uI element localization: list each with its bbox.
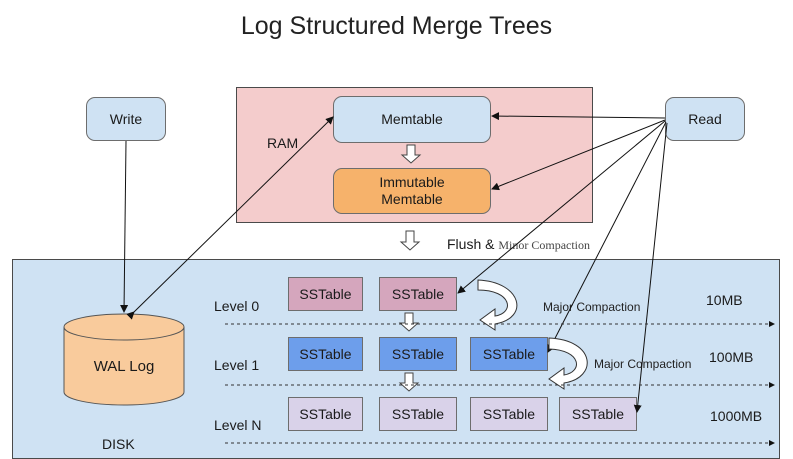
immutable-memtable-label: Immutable Memtable — [379, 174, 445, 207]
major-compaction-label-l0: Major Compaction — [543, 300, 641, 314]
sstable-label: SSTable — [391, 345, 445, 362]
sstable-ln-2: SSTable — [379, 397, 457, 431]
level-1-label: Level 1 — [214, 357, 260, 373]
sstable-label: SSTable — [391, 405, 445, 422]
sstable-ln-1: SSTable — [288, 397, 363, 431]
sstable-l1-2: SSTable — [379, 337, 457, 371]
read-node-label: Read — [688, 110, 722, 127]
major-compaction-curve-l1 — [548, 337, 588, 390]
write-to-wal-arrow — [120, 140, 129, 313]
read-to-immutable-arrow — [491, 119, 666, 191]
sstable-label: SSTable — [571, 405, 625, 422]
read-to-l0-arrow — [457, 120, 666, 294]
major-compaction-label-l1: Major Compaction — [594, 357, 692, 371]
memtable-down-arrow — [400, 144, 422, 164]
level-1-size: 100MB — [709, 349, 754, 365]
level-0-size: 10MB — [706, 292, 743, 308]
wal-log-label: WAL Log — [93, 358, 155, 375]
immutable-memtable-box: Immutable Memtable — [333, 168, 491, 214]
sstable-label: SSTable — [482, 405, 536, 422]
wal-memtable-arrow — [126, 116, 334, 320]
level-n-label: Level N — [214, 417, 262, 433]
sstable-label: SSTable — [299, 345, 352, 362]
sstable-label: SSTable — [391, 285, 445, 302]
sstable-label: SSTable — [482, 345, 536, 362]
major-compaction-curve-l0 — [477, 279, 518, 331]
connectors — [120, 112, 775, 446]
read-to-l1-arrow — [547, 121, 667, 353]
sstable-l1-1: SSTable — [288, 337, 363, 371]
flush-main-text: Flush & — [447, 236, 495, 252]
l0-to-l1-down-arrow — [398, 312, 420, 332]
read-node: Read — [665, 97, 745, 141]
l1-to-ln-down-arrow — [398, 372, 420, 392]
sstable-ln-3: SSTable — [470, 397, 548, 431]
flush-sub-text: Minor Compaction — [498, 238, 591, 252]
read-to-memtable-arrow — [491, 112, 666, 121]
wal-log-cylinder — [63, 313, 185, 406]
memtable-label: Memtable — [381, 111, 443, 127]
read-to-ln-arrow — [633, 122, 668, 413]
sstable-ln-4: SSTable — [559, 397, 637, 431]
level-n-size: 1000MB — [710, 408, 763, 424]
flush-down-arrow — [399, 230, 421, 251]
sstable-l1-3: SSTable — [470, 337, 548, 371]
flush-label: Flush & Minor Compaction — [447, 236, 590, 253]
diagram-title: Log Structured Merge Trees — [240, 12, 553, 40]
sstable-label: SSTable — [299, 405, 352, 422]
memtable-box: Memtable — [333, 96, 491, 143]
sstable-l0-2: SSTable — [379, 277, 457, 311]
